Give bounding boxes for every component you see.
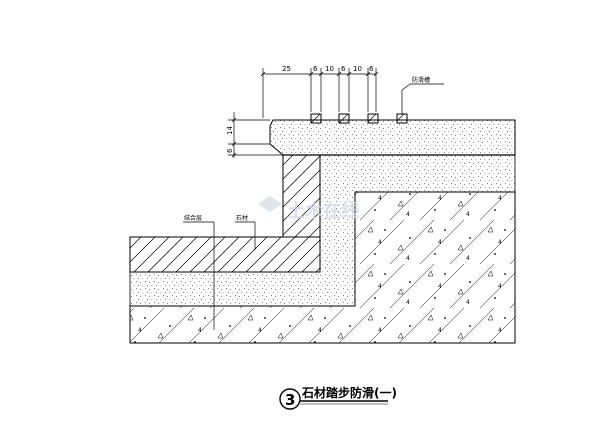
drawing-number-circle [279, 388, 301, 410]
side-dimension-chain [228, 112, 283, 158]
dim-label-6a: 6 [313, 65, 318, 73]
stone-callout-label: 石材 [236, 214, 248, 222]
antiskid-groove [338, 113, 350, 124]
antiskid-groove [310, 113, 322, 124]
dim-label-14: 14 [226, 126, 234, 135]
antiskid-callout-label: 防滑槽 [412, 76, 430, 84]
antiskid-callout-leader [401, 83, 444, 114]
antiskid-groove [367, 113, 379, 124]
dim-label-10b: 10 [353, 65, 362, 73]
watermark: 土木在线 [258, 196, 359, 222]
dim-label-6-side: 6 [226, 148, 234, 153]
dim-label-6b: 6 [341, 65, 346, 73]
watermark-text: 土木在线 [287, 200, 359, 222]
antiskid-groove [396, 113, 408, 124]
drawing-title: 石材踏步防滑(一) [301, 385, 397, 400]
floor-stone-slab [129, 236, 321, 273]
drawing-number: 3 [285, 391, 295, 409]
grout-callout-label: 结合层 [184, 214, 202, 222]
dim-label-6c: 6 [369, 65, 374, 73]
riser-stone [282, 154, 321, 238]
left-callout-leaders [183, 221, 256, 330]
dim-label-10a: 10 [325, 65, 334, 73]
dim-label-25: 25 [282, 65, 291, 73]
top-dimension-chain [260, 68, 379, 118]
tread-stone-slab [269, 119, 516, 156]
